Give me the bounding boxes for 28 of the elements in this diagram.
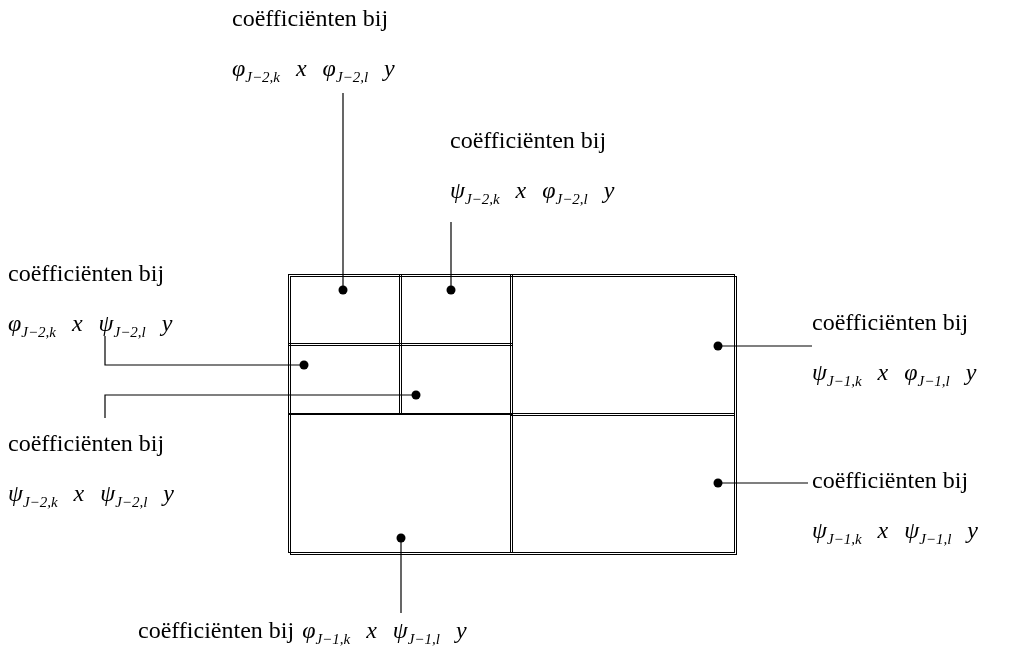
leader-line — [338, 92, 348, 295]
leader-line — [446, 221, 456, 295]
leader-line — [713, 478, 809, 488]
grid-cell — [288, 413, 513, 553]
grid-cell — [288, 274, 402, 346]
callout-text: coëfficiënten bij — [812, 308, 970, 337]
leader-line — [396, 533, 406, 614]
callout-text: coëfficiënten bij — [138, 617, 295, 643]
grid-cell — [510, 274, 735, 416]
grid-frame — [290, 276, 737, 555]
callout-text: coëfficiënten bij — [8, 429, 166, 458]
formula-text: ψ$_{J−2,k}$ x φ$_{J−2,l}$ y — [450, 176, 615, 209]
leader-line — [104, 335, 309, 370]
grid-cell — [288, 343, 402, 415]
formula-text: ψ$_{J−1,k}$ x φ$_{J−1,l}$ y — [812, 358, 977, 391]
grid-cell — [399, 343, 513, 415]
callout-text: coëfficiënten bij — [450, 126, 608, 155]
formula-text: ψ$_{J−1,k}$ x ψ$_{J−1,l}$ y — [812, 516, 978, 549]
formula-text: ψ$_{J−2,k}$ x ψ$_{J−2,l}$ y — [8, 479, 174, 512]
formula-text: φ$_{J−2,k}$ x ψ$_{J−2,l}$ y — [8, 309, 173, 342]
leader-line — [713, 341, 813, 351]
leader-line — [104, 390, 421, 419]
callout-text: coëfficiënten bij — [8, 259, 166, 288]
callout-text: coëfficiënten bij — [232, 4, 390, 33]
grid-cell — [510, 413, 735, 553]
callout-text: coëfficiënten bij — [812, 466, 970, 495]
formula-text: φ$_{J−2,k}$ x φ$_{J−2,l}$ y — [232, 54, 395, 87]
grid-cell — [399, 274, 513, 346]
